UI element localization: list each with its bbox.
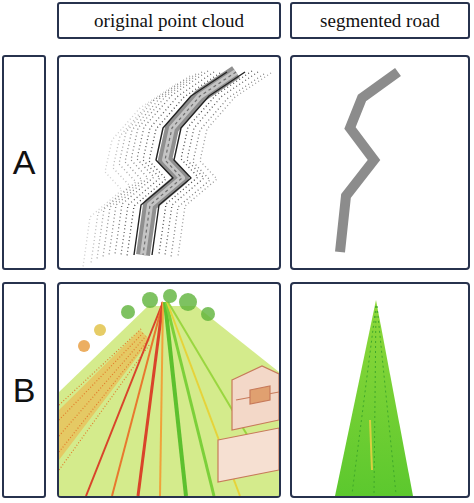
road-marking	[143, 72, 236, 255]
column-header: original point cloud	[57, 2, 281, 39]
column-header-text: segmented road	[320, 10, 440, 32]
window	[250, 386, 270, 404]
image-panel	[291, 56, 469, 269]
road-edge	[134, 72, 227, 255]
tree	[179, 293, 197, 311]
building	[218, 428, 279, 482]
road-edge	[152, 72, 245, 255]
segmented-road	[340, 72, 398, 252]
scan-line	[59, 336, 146, 436]
image-panel	[291, 283, 469, 497]
road-marking	[370, 420, 372, 470]
tree	[78, 340, 90, 352]
point-cloud	[83, 71, 271, 267]
scan-line	[165, 72, 258, 255]
scan-line	[377, 306, 396, 494]
row-label: A	[2, 55, 46, 270]
road-texture	[352, 306, 396, 494]
scan-line	[160, 302, 163, 496]
row-label-text: A	[13, 143, 36, 182]
scan-line	[171, 74, 264, 257]
scan-line	[83, 84, 176, 267]
scan-line	[59, 328, 142, 405]
tree	[163, 289, 177, 303]
tree	[142, 292, 158, 308]
tree	[201, 307, 215, 321]
field	[59, 330, 150, 460]
tree	[94, 324, 106, 336]
scan-line	[86, 302, 163, 496]
row-label-text: B	[13, 371, 36, 410]
scan-line	[138, 302, 163, 496]
row-label: B	[2, 282, 46, 498]
point-cloud	[59, 289, 279, 496]
scan-line	[166, 302, 214, 496]
scan-line	[165, 302, 186, 496]
buildings	[218, 366, 279, 482]
scan-line	[59, 332, 144, 420]
column-header-text: original point cloud	[94, 10, 244, 32]
road-surface	[143, 72, 236, 255]
tree	[121, 305, 135, 319]
scan-lines	[83, 71, 271, 267]
scan-line	[352, 306, 376, 494]
scan-line	[112, 302, 163, 496]
image-panel	[58, 283, 280, 497]
trees	[78, 289, 215, 352]
scan-line	[374, 306, 376, 494]
building	[232, 366, 279, 430]
scan-line	[59, 340, 148, 452]
column-header: segmented road	[290, 2, 470, 39]
segmented-road	[335, 300, 413, 496]
image-panel	[58, 56, 280, 269]
road-surface	[143, 72, 236, 255]
